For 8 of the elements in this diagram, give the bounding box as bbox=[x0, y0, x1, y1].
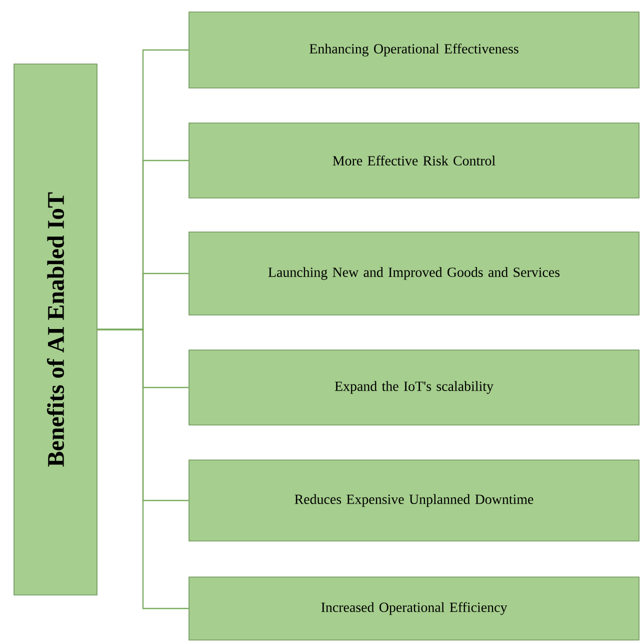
benefit-box: Enhancing Operational Effectiveness bbox=[188, 12, 640, 88]
benefit-box: Increased Operational Efficiency bbox=[188, 576, 640, 640]
connector-line bbox=[97, 328, 189, 610]
root-box: Benefits of AI Enabled IoT bbox=[14, 64, 98, 596]
benefit-box: Launching New and Improved Goods and Services bbox=[188, 232, 640, 316]
benefit-box: Reduces Expensive Unplanned Downtime bbox=[188, 460, 640, 542]
benefit-box: More Effective Risk Control bbox=[188, 122, 640, 198]
benefit-box: Expand the IoT's scalability bbox=[188, 350, 640, 426]
